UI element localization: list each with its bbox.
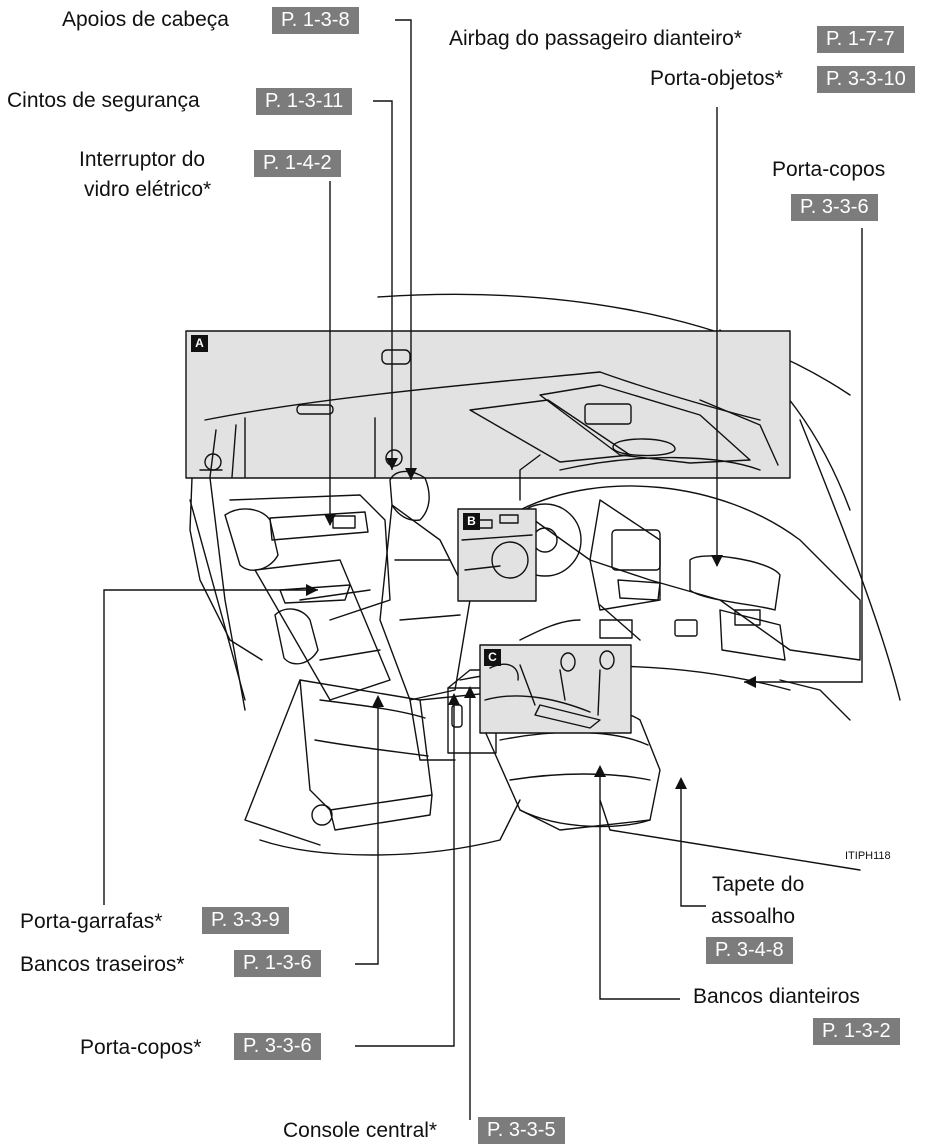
ref-tapete[interactable]: P. 3-4-8 — [706, 937, 793, 964]
arrow-bancos-dianteiros — [594, 765, 606, 777]
figure-code: ITIPH118 — [845, 850, 891, 862]
label-interruptor-line2: vidro elétrico* — [84, 178, 212, 201]
callout-b: B — [463, 513, 480, 530]
label-tapete-line2: assoalho — [711, 905, 796, 928]
label-cintos-de-seguranca: Cintos de segurança — [7, 89, 200, 112]
ref-airbag-passageiro[interactable]: P. 1-7-7 — [817, 26, 904, 53]
arrow-tapete — [675, 777, 687, 789]
front-seat-back — [389, 470, 430, 522]
rear-seat-cushion — [299, 679, 433, 811]
label-bancos-traseiros: Bancos traseiros* — [20, 953, 185, 976]
rear-seat-back-1 — [224, 508, 279, 571]
arrow-porta-objetos — [711, 555, 723, 567]
label-interruptor-line1: Interruptor do — [79, 148, 206, 171]
panel-c — [479, 644, 632, 734]
panel-a-ceiling — [185, 330, 791, 479]
ref-apoios-de-cabeca[interactable]: P. 1-3-8 — [272, 7, 359, 34]
arrow-bancos-traseiros — [372, 695, 384, 707]
label-tapete-line1: Tapete do — [712, 873, 805, 896]
label-porta-garrafas: Porta-garrafas* — [20, 910, 163, 933]
callout-c: C — [484, 649, 501, 666]
ref-interruptor[interactable]: P. 1-4-2 — [254, 150, 341, 177]
roof-outline — [377, 293, 851, 396]
label-porta-copos-top: Porta-copos — [772, 158, 886, 181]
label-apoios-de-cabeca: Apoios de cabeça — [62, 8, 229, 31]
arrow-cintos — [386, 458, 398, 470]
arrow-apoios — [405, 468, 417, 480]
callout-a: A — [191, 335, 208, 352]
ref-porta-copos-top[interactable]: P. 3-3-6 — [791, 194, 878, 221]
label-bancos-dianteiros: Bancos dianteiros — [693, 985, 860, 1008]
label-porta-copos-bottom: Porta-copos* — [80, 1036, 202, 1059]
ref-cintos-de-seguranca[interactable]: P. 1-3-11 — [256, 88, 353, 115]
arrow-interruptor — [324, 514, 336, 526]
ref-porta-copos-bottom[interactable]: P. 3-3-6 — [234, 1033, 321, 1060]
arrow-porta-copos-bottom — [448, 693, 460, 705]
ref-console-central[interactable]: P. 3-3-5 — [478, 1117, 565, 1144]
arrow-porta-garrafas — [306, 584, 318, 596]
arrow-porta-copos-top — [744, 676, 756, 688]
left-door — [189, 477, 263, 661]
right-body-line — [799, 419, 901, 701]
dashboard — [519, 485, 861, 661]
ref-porta-garrafas[interactable]: P. 3-3-9 — [202, 907, 289, 934]
arrow-console — [464, 686, 476, 698]
label-console-central: Console central* — [283, 1119, 438, 1142]
ref-porta-objetos[interactable]: P. 3-3-10 — [817, 66, 915, 93]
ref-bancos-dianteiros[interactable]: P. 1-3-2 — [813, 1018, 900, 1045]
label-porta-objetos: Porta-objetos* — [650, 67, 784, 90]
label-airbag-passageiro: Airbag do passageiro dianteiro* — [449, 27, 743, 50]
ref-bancos-traseiros[interactable]: P. 1-3-6 — [234, 950, 321, 977]
rear-seat-back-2 — [274, 608, 319, 665]
